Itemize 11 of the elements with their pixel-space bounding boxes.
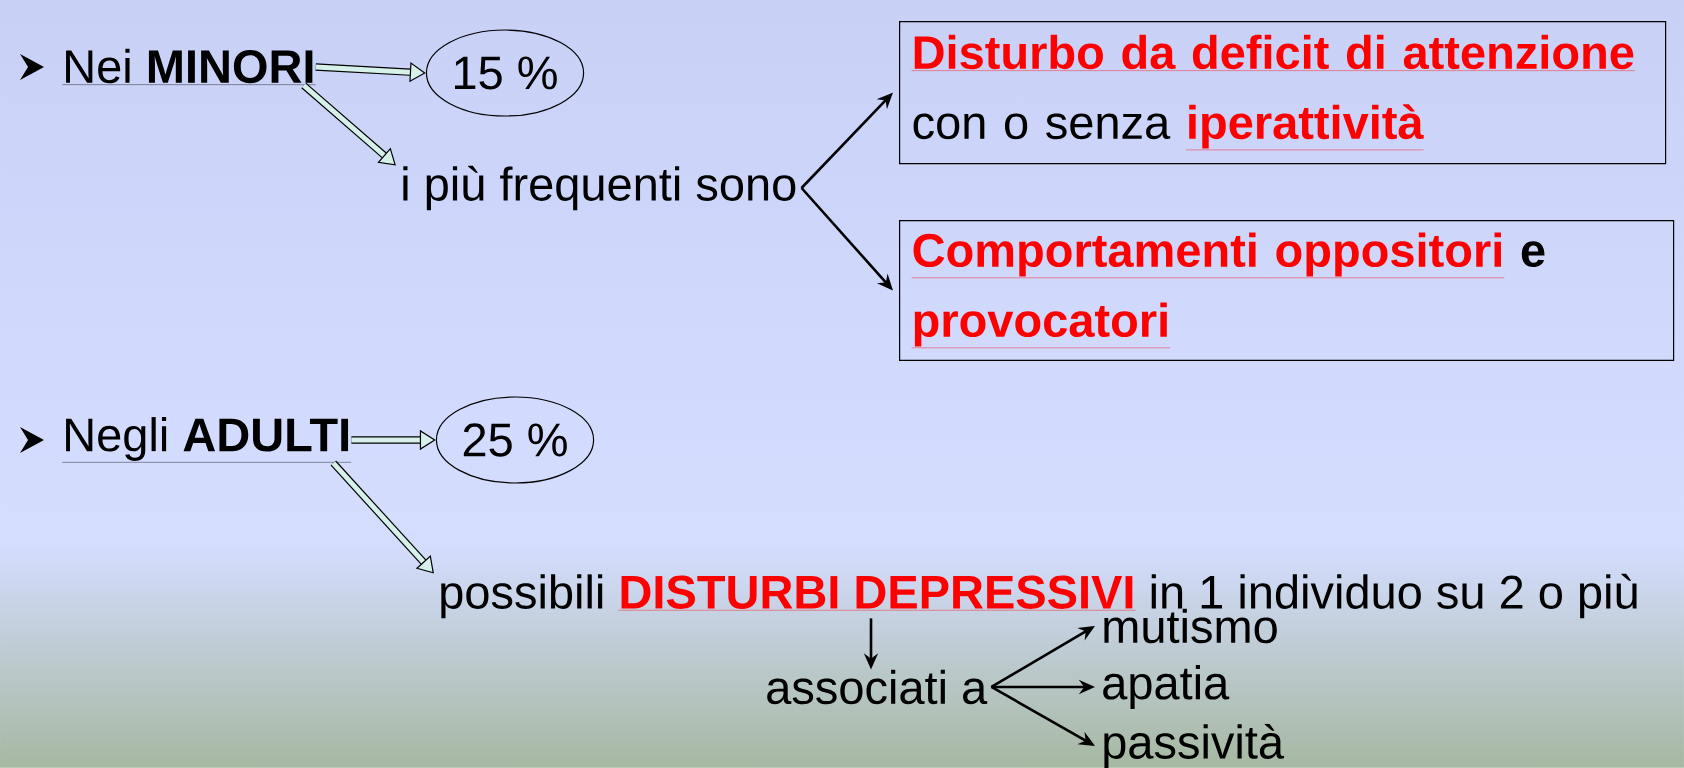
item-text: mutismo (1104, 608, 1277, 644)
heading-text: Nei MINORI (62, 48, 316, 85)
arrow (330, 460, 434, 574)
branch-text: associati a (767, 669, 988, 705)
text-box: Disturbo da deficit di attenzione con o senza iperattività (899, 21, 1667, 165)
branch-text: i più frequenti sono (403, 165, 796, 211)
heading-text: Negli ADULTI (62, 417, 352, 463)
item-text: passività (1104, 723, 1285, 768)
arrow (301, 82, 396, 166)
item-text: apatia (1103, 665, 1230, 709)
text-box: Comportamenti oppositori e provocatori (899, 220, 1675, 361)
